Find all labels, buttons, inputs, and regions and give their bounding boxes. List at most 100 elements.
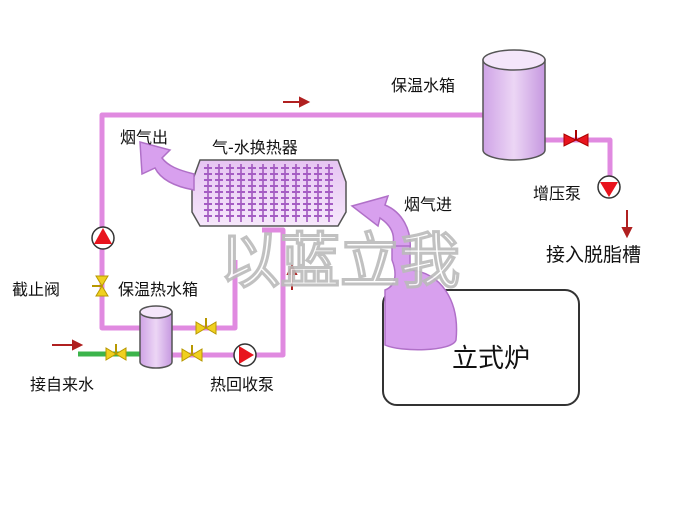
heat-exchanger-fin (303, 179, 311, 181)
heat-exchanger-fin (259, 191, 267, 193)
pipe-hotwater-to-hx (172, 260, 238, 331)
stop-valve-label: 截止阀 (12, 280, 61, 299)
heat-exchanger-fin (314, 209, 322, 211)
flow-arrow-tap-water (52, 339, 84, 351)
heat-exchanger-fin (325, 185, 333, 187)
flow-arrow-top (283, 96, 311, 108)
heat-exchanger-fin (237, 185, 245, 187)
flue-gas-in-arrow (350, 194, 411, 251)
heat-exchanger-fin (248, 191, 256, 193)
heat-exchanger-fin (281, 173, 289, 175)
heat-exchanger-fin (314, 215, 322, 217)
heat-exchanger-fin (259, 197, 267, 199)
heat-exchanger-fin (204, 167, 212, 169)
flow-arrows (52, 96, 633, 351)
flue-gas-out-label: 烟气出 (120, 128, 169, 147)
heat-exchanger-fin (303, 173, 311, 175)
heat-exchanger-fin (292, 197, 300, 199)
valve-booster-line (563, 130, 589, 147)
booster-pump-icon (597, 175, 621, 199)
flue-gas-in-label: 烟气进 (404, 195, 453, 214)
heat-exchanger-fin (248, 185, 256, 187)
heat-recovery-pump-label: 热回收泵 (210, 375, 275, 394)
pipe-tank-to-booster (545, 137, 613, 178)
heat-exchanger-fin (226, 191, 234, 193)
heat-exchanger-fin (292, 215, 300, 217)
valve-return-line (181, 345, 203, 362)
heat-recovery-pump-icon (233, 343, 257, 367)
heat-exchanger-fin (226, 203, 234, 205)
heat-exchanger-fin (314, 185, 322, 187)
heat-exchanger-fin (259, 203, 267, 205)
heat-exchanger-fin (226, 167, 234, 169)
heat-exchanger-fin (325, 215, 333, 217)
heat-exchanger-fin (325, 173, 333, 175)
heat-exchanger-fin (237, 197, 245, 199)
heat-exchanger-fin (215, 209, 223, 211)
heat-exchanger-fin (248, 179, 256, 181)
heat-exchanger-fin (215, 197, 223, 199)
degreasing-tank-label: 接入脱脂槽 (546, 244, 642, 266)
heat-exchanger-fin (259, 173, 267, 175)
circulation-pump-icon (91, 226, 115, 250)
heat-exchanger-fin (237, 179, 245, 181)
heat-exchanger-fin (259, 209, 267, 211)
heat-exchanger-fin (215, 215, 223, 217)
heat-exchanger-fin (248, 209, 256, 211)
heat-exchanger-fin (314, 191, 322, 193)
heat-exchanger-fin (292, 173, 300, 175)
heat-exchanger-fin (314, 203, 322, 205)
heat-exchanger-fin (292, 179, 300, 181)
heat-exchanger-fin (204, 191, 212, 193)
heat-exchanger-fin (325, 197, 333, 199)
heat-exchanger-fin (270, 173, 278, 175)
heat-exchanger-fin (303, 203, 311, 205)
heat-exchanger-fin (248, 197, 256, 199)
heat-exchanger-fin (226, 197, 234, 199)
heat-exchanger-fin (215, 179, 223, 181)
heat-exchanger-fin (204, 203, 212, 205)
heat-exchanger-fin (314, 167, 322, 169)
heat-exchanger-fin (270, 167, 278, 169)
heat-exchanger-fin (292, 167, 300, 169)
heat-exchanger-fin (204, 179, 212, 181)
heat-exchanger-fin (292, 203, 300, 205)
heat-exchanger-fin (204, 185, 212, 187)
heat-exchanger-fin (237, 167, 245, 169)
heat-exchanger-fin (270, 209, 278, 211)
heat-exchanger-fin (270, 197, 278, 199)
heat-exchanger-fin (226, 179, 234, 181)
heat-exchanger-fin (303, 185, 311, 187)
heat-exchanger-fin (270, 179, 278, 181)
heat-exchanger-fin (270, 203, 278, 205)
heat-exchanger-fin (237, 203, 245, 205)
stop-valve-icon (92, 275, 109, 297)
heat-exchanger-fin (270, 215, 278, 217)
heat-exchanger-fin (292, 191, 300, 193)
hot-water-tank-label: 保温热水箱 (118, 280, 199, 299)
heat-exchanger-fin (204, 209, 212, 211)
heat-exchanger-fin (314, 197, 322, 199)
heat-exchanger-fin (281, 191, 289, 193)
heat-exchanger-fin (226, 173, 234, 175)
flow-arrow-down (621, 210, 633, 239)
heat-exchanger-fin (303, 215, 311, 217)
heat-exchanger-fin (325, 209, 333, 211)
tap-water-label: 接自来水 (30, 375, 95, 394)
heat-exchanger-fin (226, 215, 234, 217)
heat-exchanger-fin (281, 215, 289, 217)
heat-exchanger-fin (204, 173, 212, 175)
heat-exchanger-fin (303, 209, 311, 211)
heat-exchanger-fin (303, 197, 311, 199)
heat-exchanger-fin (237, 173, 245, 175)
heat-exchanger-fin (303, 167, 311, 169)
pipe-main-bottom (99, 315, 140, 331)
heat-exchanger-fin (204, 215, 212, 217)
vertical-furnace-label: 立式炉 (452, 344, 531, 374)
booster-pump-label: 增压泵 (533, 184, 582, 203)
heat-exchanger-fin (215, 173, 223, 175)
heat-exchanger-fin (215, 185, 223, 187)
heat-exchanger-fin (237, 191, 245, 193)
heat-exchanger-fin (237, 215, 245, 217)
